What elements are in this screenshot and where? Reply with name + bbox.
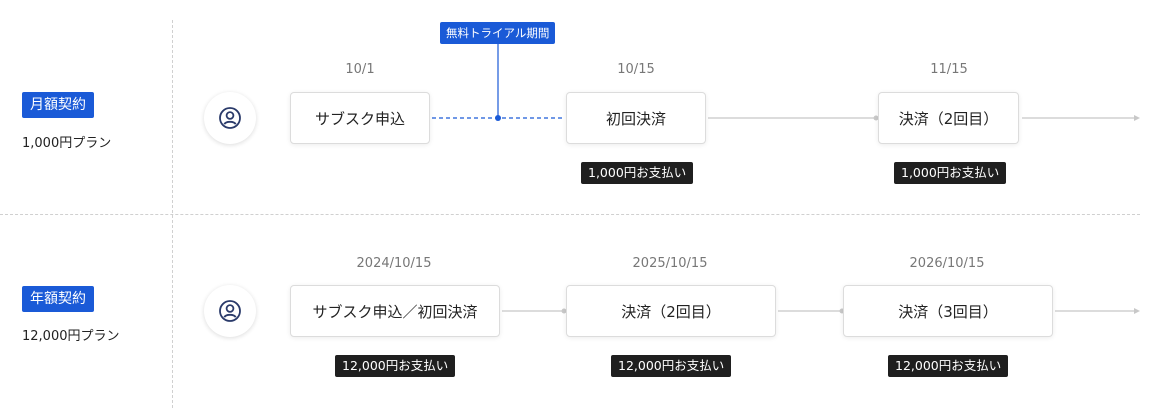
row1-date-1: 10/1	[345, 62, 375, 77]
trial-pointer-dot	[495, 115, 501, 121]
row1-payment-1: 1,000円お支払い	[581, 162, 694, 184]
row1-date-2: 10/15	[617, 62, 655, 77]
row2-payment-2: 12,000円お支払い	[611, 355, 732, 377]
step-subscribe: サブスク申込	[290, 92, 430, 144]
user-icon	[219, 107, 241, 129]
user-avatar-monthly	[204, 92, 256, 144]
row2-date-3: 2026/10/15	[909, 256, 985, 271]
user-avatar-yearly	[204, 285, 256, 337]
horizontal-divider	[0, 214, 1140, 215]
plan-badge-monthly: 月額契約	[22, 92, 94, 118]
plan-badge-yearly: 年額契約	[22, 286, 94, 312]
plan-price-monthly: 1,000円プラン	[22, 136, 112, 151]
row2-date-1: 2024/10/15	[356, 256, 432, 271]
row2-arrowhead	[1134, 308, 1140, 314]
step-second-payment-yearly: 決済（2回目）	[566, 285, 776, 337]
user-icon	[219, 300, 241, 322]
row2-connector-1-dot	[561, 308, 567, 314]
row2-date-2: 2025/10/15	[632, 256, 708, 271]
row1-date-3: 11/15	[930, 62, 968, 77]
row2-payment-1: 12,000円お支払い	[335, 355, 456, 377]
trial-period-label: 無料トライアル期間	[440, 22, 556, 44]
row1-connector-1-dot	[873, 115, 879, 121]
step-third-payment-yearly: 決済（3回目）	[843, 285, 1053, 337]
step-first-payment: 初回決済	[566, 92, 706, 144]
step-subscribe-first-payment: サブスク申込／初回決済	[290, 285, 500, 337]
row1-arrowhead	[1134, 115, 1140, 121]
plan-price-yearly: 12,000円プラン	[22, 329, 120, 344]
step-second-payment: 決済（2回目）	[878, 92, 1019, 144]
row2-payment-3: 12,000円お支払い	[888, 355, 1009, 377]
row1-payment-2: 1,000円お支払い	[894, 162, 1007, 184]
